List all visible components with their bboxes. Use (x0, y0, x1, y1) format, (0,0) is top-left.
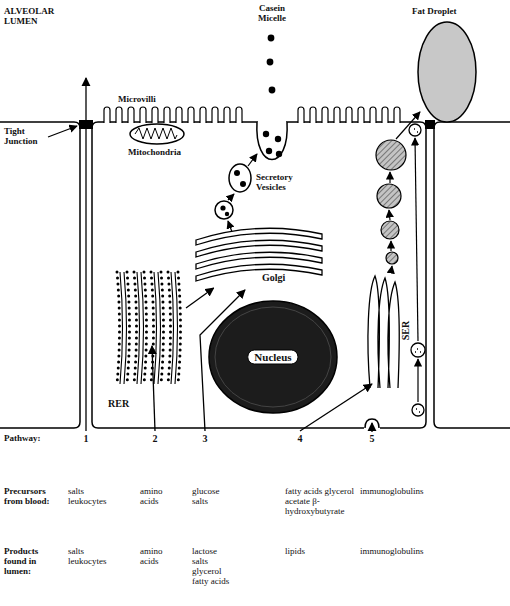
casein-micelle (275, 136, 281, 142)
table-cell: lactose salts glycerol fatty acids (192, 546, 232, 586)
node-label: Nucleus (247, 350, 298, 365)
secretory-vesicle (229, 164, 251, 192)
fat-droplet (377, 184, 401, 208)
flow-arrow (389, 172, 390, 183)
tight-junction (425, 120, 435, 129)
pathway-arrow (152, 346, 155, 431)
flow-arrow (186, 288, 214, 308)
callout-number: 5 (366, 433, 378, 444)
node-label: RER (108, 398, 129, 409)
immunoglobulin-stipple (414, 129, 421, 412)
nuclear-envelope (215, 307, 331, 407)
casein-micelle (267, 59, 274, 66)
flow-arrow (228, 221, 232, 232)
golgi-cisterna (196, 264, 322, 281)
fat-droplet (386, 252, 398, 264)
golgi-apparatus: Golgi (192, 222, 327, 288)
casein-micelle (263, 131, 269, 137)
region-label: ALVEOLAR LUMEN (4, 6, 66, 26)
epithelial-cell (92, 122, 426, 428)
transport-vesicle (411, 343, 425, 357)
secretory-vesicle (215, 201, 233, 219)
part-label: Fat Droplet (412, 6, 482, 16)
table-cell: amino acids (140, 486, 170, 506)
row-heading: Products found in lumen: (4, 546, 60, 576)
rough-endoplasmic-reticulum: RER (108, 262, 186, 410)
table-cell: lipids (285, 546, 325, 556)
table-cell: salts leukocytes (68, 546, 114, 566)
callout-number: 2 (149, 433, 161, 444)
casein-micelle (276, 151, 282, 157)
ribosomes (117, 272, 130, 384)
rer-cisterna (154, 272, 161, 384)
flow-arrow (248, 154, 257, 166)
table-cell: immunoglobulins (360, 546, 440, 556)
flow-arrow (390, 241, 391, 251)
ribosomes (168, 272, 181, 384)
transport-vesicle (412, 404, 424, 416)
casein-micelle (266, 148, 272, 154)
part-label: Microvilli (118, 94, 178, 104)
casein-micelle (268, 35, 275, 42)
node-label: Golgi (262, 272, 285, 283)
casein-micelle (220, 205, 225, 210)
fat-droplet (418, 22, 476, 122)
node-label: SER (400, 321, 411, 340)
callout-number: 3 (199, 433, 211, 444)
mitochondrion-cristae (135, 128, 177, 139)
pathway-arrow (371, 423, 372, 432)
callout-number: 4 (294, 433, 306, 444)
transport-vesicle (409, 124, 421, 136)
table-cell: glucose salts (192, 486, 228, 506)
nucleus-body (209, 301, 337, 413)
ribosomes (151, 272, 164, 384)
node-outline (192, 222, 327, 288)
ribosomes (134, 272, 147, 384)
row-heading: Precursors from blood: (4, 486, 60, 506)
callout-number: 1 (80, 433, 92, 444)
flow-arrow (415, 138, 418, 341)
table-cell: immunoglobulins (360, 486, 440, 496)
neighbour-cell (0, 122, 80, 428)
fat-droplet (376, 140, 406, 170)
mitochondrion (130, 124, 184, 144)
flow-arrow (228, 194, 234, 200)
part-label: Secretory Vesicles (256, 172, 312, 192)
table-cell: amino acids (140, 546, 170, 566)
neighbour-cell (434, 122, 510, 428)
connector-group (186, 288, 214, 308)
fat-droplet (381, 221, 399, 239)
rer-cisterna (120, 272, 127, 384)
ser-tubule (368, 276, 399, 388)
flow-arrow (417, 359, 418, 402)
flow-arrow (396, 112, 420, 139)
smooth-endoplasmic-reticulum: SER (366, 270, 412, 392)
nucleus: Nucleus (208, 300, 338, 414)
part-label: Casein Micelle (250, 3, 294, 23)
secretory-vesicle (257, 122, 287, 160)
node-outline (108, 262, 186, 410)
flow-arrow (391, 266, 392, 272)
part-label: Tight Junction (4, 126, 50, 146)
casein-micelle (225, 212, 229, 216)
casein-micelle (240, 181, 246, 187)
leader-arrow (48, 126, 77, 137)
part-label: Mitochondria (128, 147, 198, 157)
rer-cisterna (137, 272, 144, 384)
table-cell: salts leukocytes (68, 486, 114, 506)
casein-micelle (269, 87, 276, 94)
rer-cisterna (171, 272, 178, 384)
microvilli (104, 107, 400, 123)
flow-arrow (389, 210, 390, 220)
casein-micelle (234, 170, 240, 176)
row-heading: Pathway: (4, 433, 64, 443)
pathway-arrow (85, 78, 86, 431)
table-cell: fatty acids glycerol acetate β-hydroxybu… (285, 486, 359, 516)
